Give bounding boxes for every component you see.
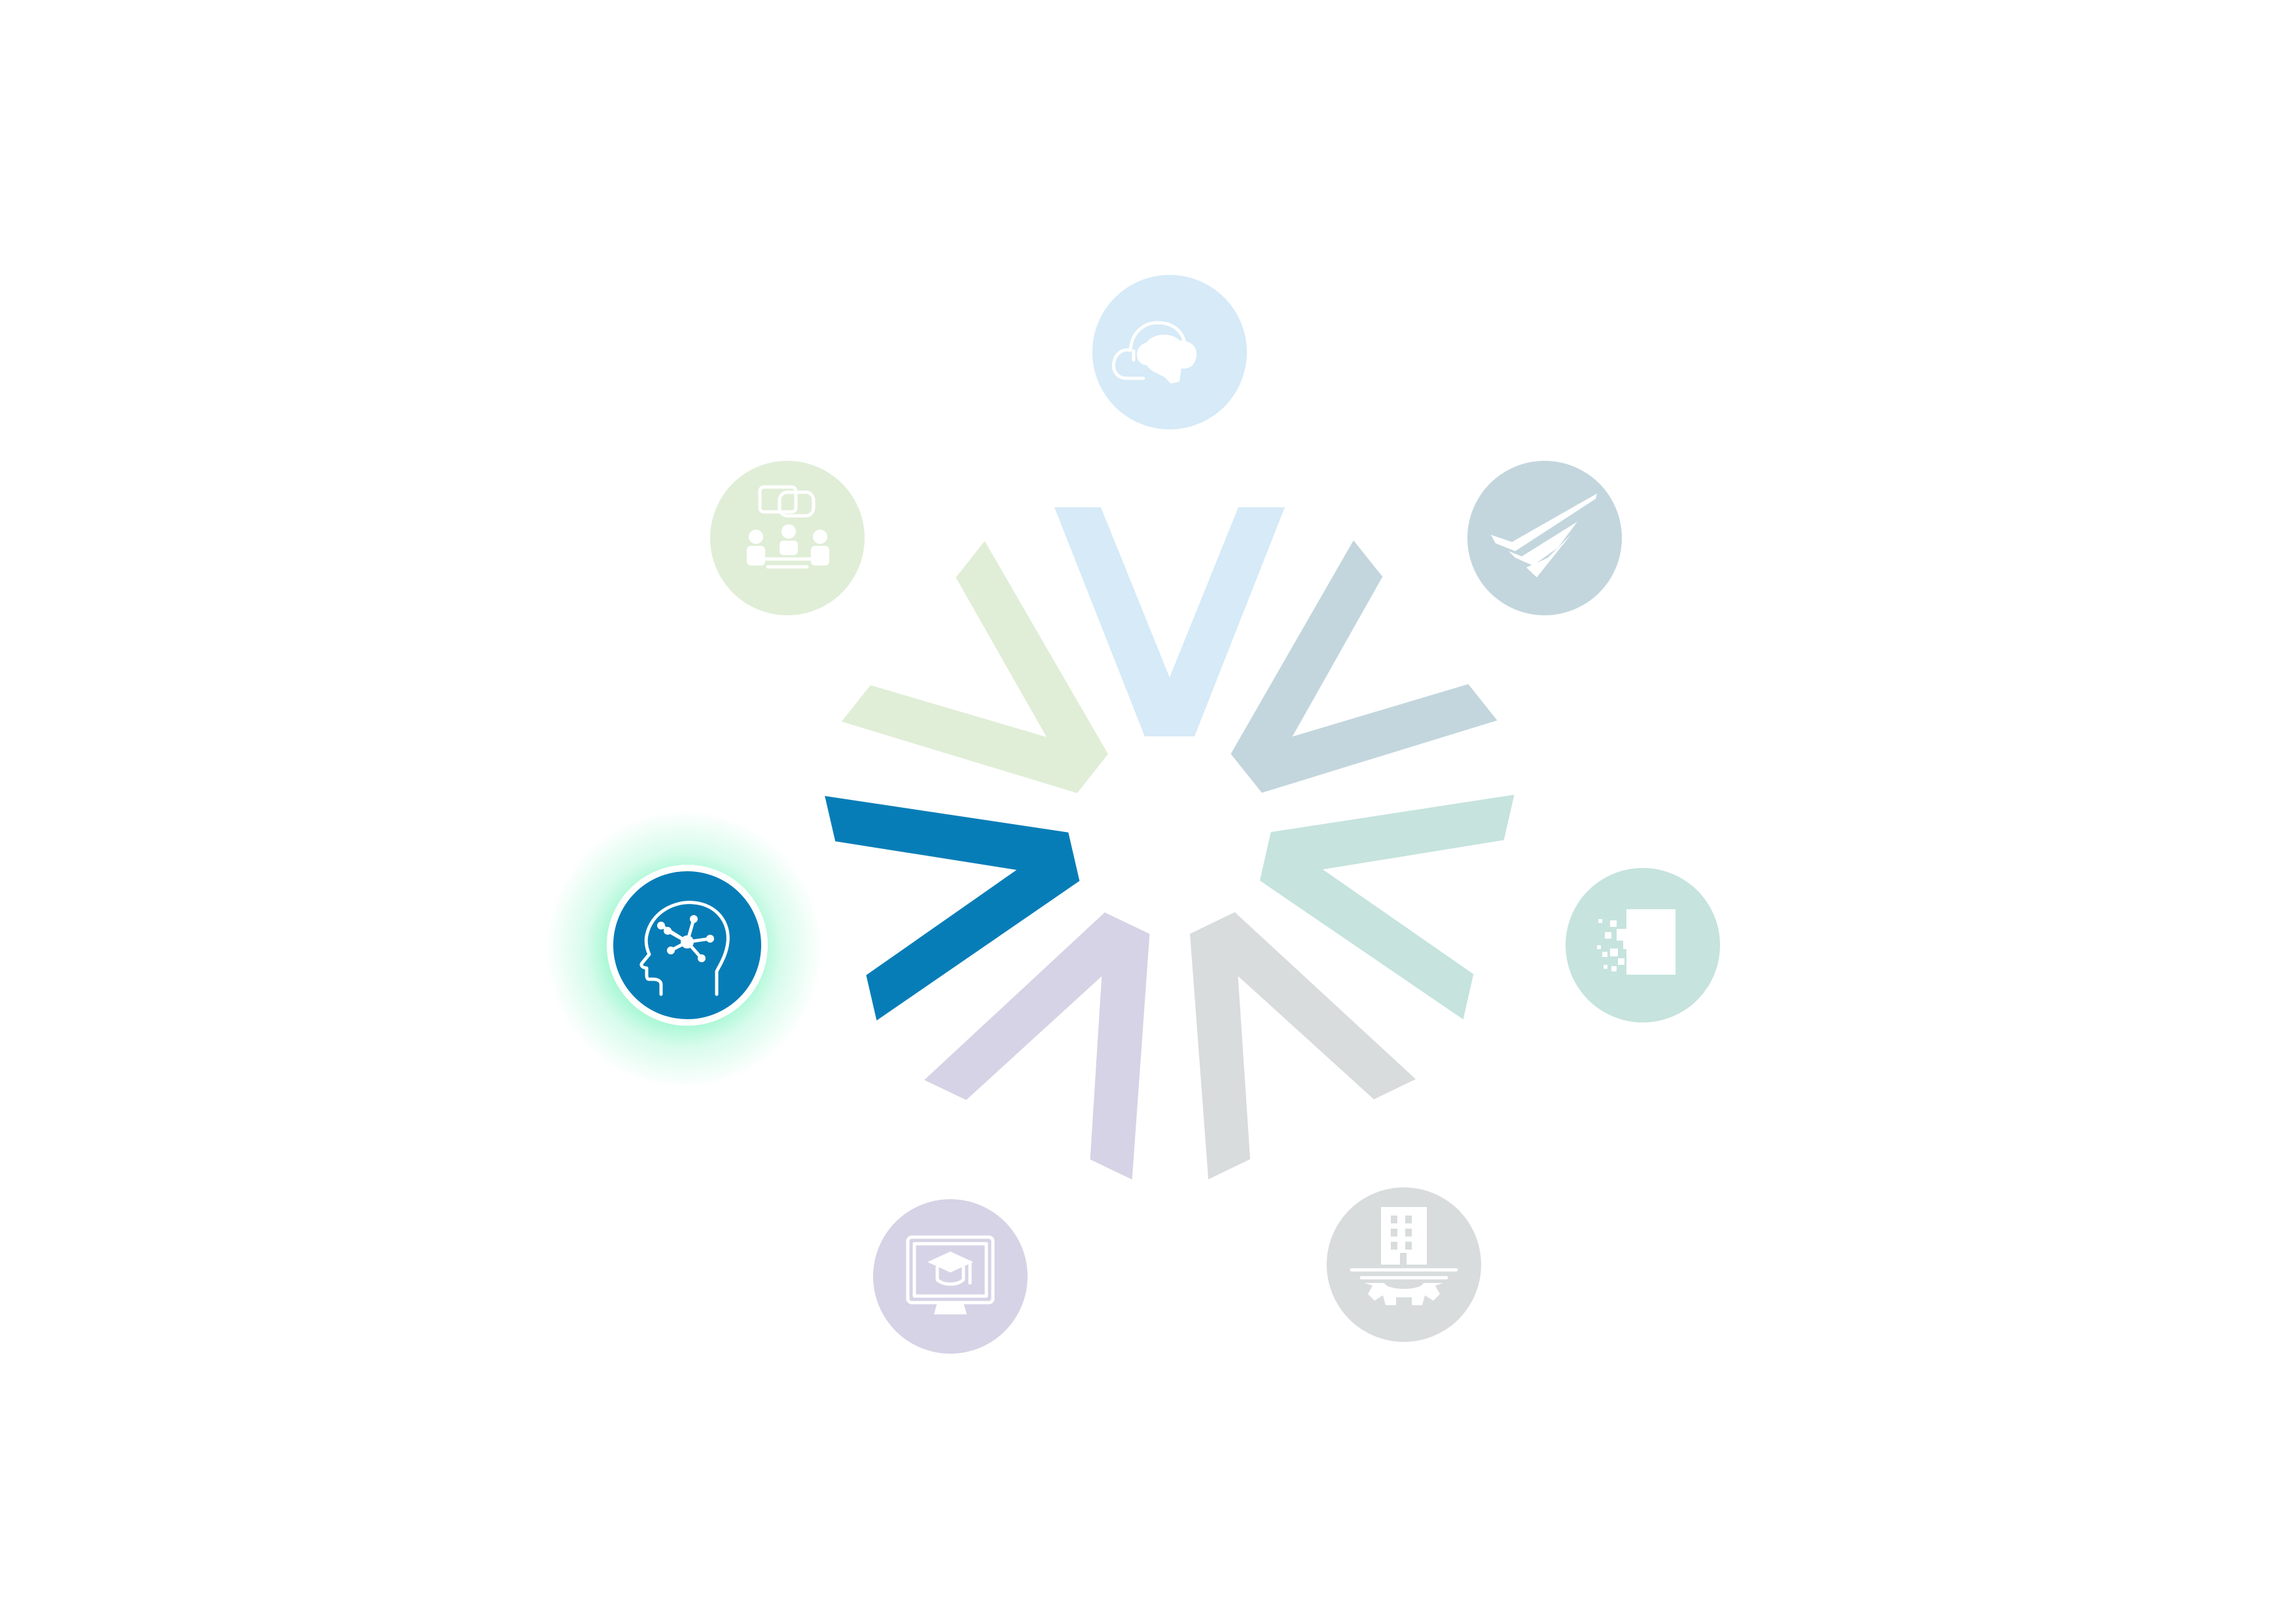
segment-node-ai-brain[interactable] <box>607 865 768 1026</box>
arrow-ai-brain <box>825 796 1080 1020</box>
people-chat-icon <box>747 485 829 569</box>
building-gear-icon <box>1350 1207 1458 1305</box>
segment-node-check-arrows[interactable] <box>1467 461 1622 615</box>
node-circle <box>873 1199 1028 1354</box>
monitor-graduation-cap-icon <box>906 1235 995 1314</box>
segment-node-data-pixels[interactable] <box>1566 868 1720 1022</box>
segment-node-team-discussion[interactable] <box>710 461 865 615</box>
segment-node-building-gear[interactable] <box>1327 1187 1481 1342</box>
pixel-data-icon <box>1597 909 1676 975</box>
arrow-data-pixels <box>1259 795 1515 1020</box>
checkmark-arrows-icon <box>1491 494 1597 577</box>
arrow-check-arrows <box>1230 540 1498 793</box>
arrow-team-discussion <box>841 541 1108 793</box>
arrow-cloud-brain <box>1054 507 1285 736</box>
arrow-building-gear <box>1190 912 1416 1180</box>
node-circle <box>1467 461 1622 615</box>
segment-node-cloud-brain[interactable] <box>1092 275 1247 429</box>
head-network-icon <box>639 901 730 996</box>
cloud-brain-icon <box>1111 321 1197 384</box>
arrow-online-learning <box>924 912 1150 1180</box>
segment-node-online-learning[interactable] <box>873 1199 1028 1354</box>
